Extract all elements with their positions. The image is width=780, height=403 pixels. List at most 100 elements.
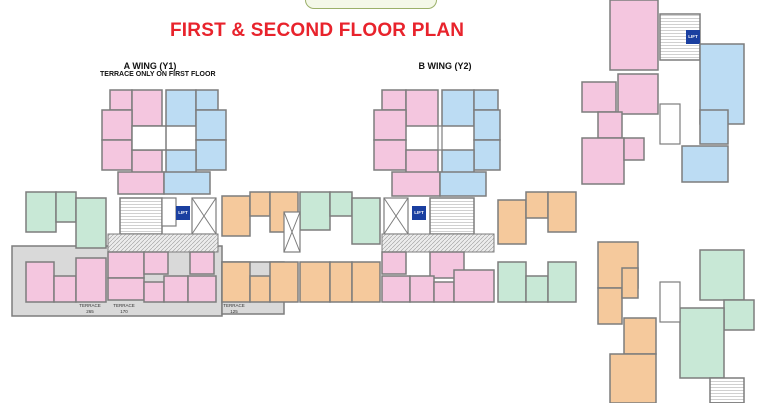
- room-living: [609, 0, 659, 71]
- terrace-label: TERRACE 125: [223, 303, 245, 314]
- room-kit: [525, 191, 549, 219]
- duct-cross: [191, 197, 217, 235]
- duct-cross: [383, 197, 409, 235]
- room-bed: [681, 145, 729, 183]
- room-toi: [473, 89, 499, 111]
- room-din: [107, 251, 145, 279]
- side-plan-upper: [581, 0, 745, 185]
- room-bath: [659, 103, 681, 145]
- room-toi: [623, 137, 645, 161]
- room-living: [453, 269, 495, 303]
- lift-shaft: [412, 206, 426, 220]
- room-toi: [381, 89, 407, 111]
- room-bed: [131, 89, 163, 127]
- side-plan-lower: [597, 241, 755, 403]
- room-kit: [699, 109, 729, 145]
- room-bed: [547, 191, 577, 233]
- terrace-label: TERRACE 170: [113, 303, 135, 314]
- room-toi: [109, 89, 133, 111]
- room-bed: [405, 89, 439, 127]
- room-wm: [437, 125, 443, 151]
- room-living: [391, 171, 441, 197]
- room-living: [221, 261, 251, 303]
- room-living: [351, 261, 381, 303]
- room-bed: [409, 275, 435, 303]
- room-din: [617, 73, 659, 115]
- room-living: [221, 195, 251, 237]
- room-bed: [299, 191, 331, 231]
- room-din: [441, 149, 475, 176]
- room-kit: [525, 275, 549, 303]
- a-wing-heading: A WING (Y1) TERRACE ONLY ON FIRST FLOOR: [100, 61, 216, 78]
- room-kit: [473, 139, 501, 171]
- room-toi: [195, 89, 219, 111]
- room-kit: [373, 139, 407, 171]
- room-toi: [381, 251, 407, 275]
- room-kit: [433, 281, 455, 303]
- room-living: [679, 307, 725, 379]
- lift-label: LIFT: [414, 210, 424, 215]
- room-toi: [621, 267, 639, 299]
- duct-cross: [283, 211, 301, 253]
- room-living: [75, 197, 107, 249]
- room-kit: [723, 299, 755, 331]
- a-wing-note: TERRACE ONLY ON FIRST FLOOR: [100, 71, 216, 78]
- b-wing-heading: B WING (Y2): [400, 61, 490, 71]
- room-living: [117, 171, 165, 195]
- duct: [161, 197, 177, 227]
- room-living: [351, 197, 381, 245]
- room-kit: [329, 191, 353, 217]
- room-bed: [473, 109, 501, 141]
- room-kit: [55, 191, 77, 223]
- room-living: [497, 261, 527, 303]
- room-bed: [163, 275, 189, 303]
- staircase: [709, 377, 745, 403]
- room-bed: [299, 261, 331, 303]
- room-kit: [249, 275, 271, 303]
- room-bed: [381, 275, 411, 303]
- room-living: [609, 353, 657, 403]
- room-kit: [143, 281, 165, 303]
- b-wing-plan: [283, 89, 577, 303]
- room-toi: [143, 251, 169, 275]
- room-toi: [597, 111, 623, 139]
- room-bed: [187, 275, 217, 303]
- room-bed: [25, 261, 55, 303]
- staircase: [119, 197, 163, 235]
- room-wm: [131, 125, 167, 151]
- lift-label: LIFT: [688, 34, 698, 39]
- room-living: [439, 171, 487, 197]
- room-bed: [699, 249, 745, 301]
- staircase: [429, 197, 475, 235]
- room-bed: [547, 261, 577, 303]
- room-bed: [373, 109, 407, 141]
- lift-label: LIFT: [178, 210, 188, 215]
- room-bed: [195, 109, 227, 141]
- room-toi: [189, 251, 215, 275]
- b-wing-name: B WING (Y2): [418, 61, 472, 71]
- terrace-label: TERRACE 265: [79, 303, 101, 314]
- room-living: [107, 277, 145, 301]
- room-kit: [101, 139, 133, 171]
- room-kit: [53, 275, 77, 303]
- a-wing-name: A WING (Y1): [123, 61, 177, 71]
- lobby: [381, 233, 495, 253]
- room-bed: [25, 191, 57, 233]
- lobby: [107, 233, 219, 253]
- room-bed: [581, 137, 625, 185]
- room-bed: [329, 261, 353, 303]
- lift-shaft: [686, 30, 700, 44]
- room-kit: [597, 287, 623, 325]
- room-bed: [441, 89, 475, 127]
- room-bed: [269, 261, 299, 303]
- room-kit: [249, 191, 271, 217]
- room-kit: [195, 139, 227, 171]
- lift-shaft: [176, 206, 190, 220]
- room-bath: [659, 281, 681, 323]
- room-living: [163, 171, 211, 195]
- room-bed: [165, 89, 197, 127]
- room-living: [497, 199, 527, 245]
- room-living: [75, 257, 107, 303]
